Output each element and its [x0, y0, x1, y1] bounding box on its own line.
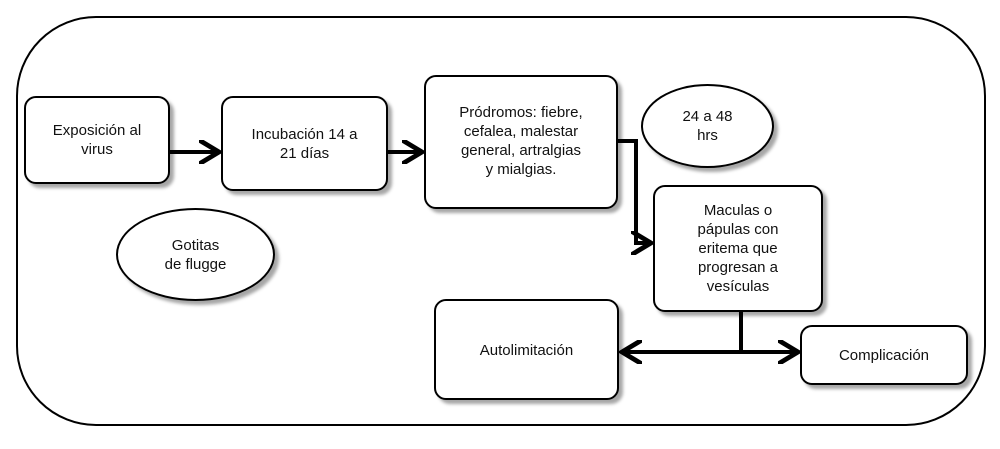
node-gotitas: Gotitas de flugge [116, 208, 275, 301]
node-prodromos: Pródromos: fiebre, cefalea, malestar gen… [424, 75, 618, 209]
node-incubacion: Incubación 14 a 21 días [221, 96, 388, 191]
node-autolimitacion: Autolimitación [434, 299, 619, 400]
node-horas: 24 a 48 hrs [641, 84, 774, 168]
node-maculas: Maculas o pápulas con eritema que progre… [653, 185, 823, 312]
node-complicacion: Complicación [800, 325, 968, 385]
node-exposicion: Exposición al virus [24, 96, 170, 184]
